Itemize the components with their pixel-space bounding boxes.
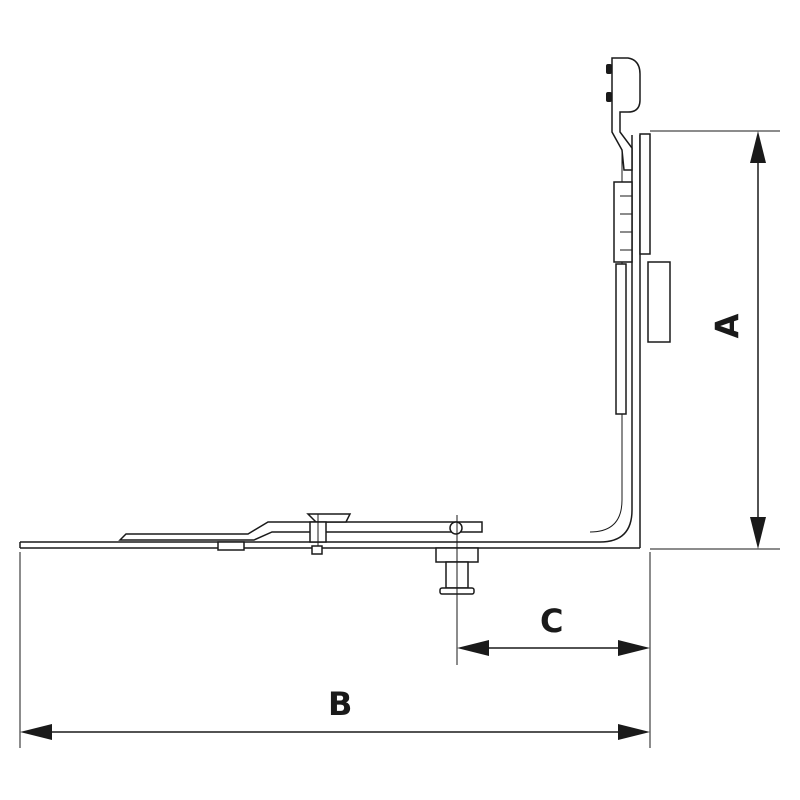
vertical-plate xyxy=(613,133,671,415)
dimension-b-label: B xyxy=(328,685,353,723)
dimension-b xyxy=(19,552,651,748)
dimension-a xyxy=(650,130,780,550)
top-fitting xyxy=(606,57,641,171)
horizontal-arm xyxy=(19,541,640,549)
dimension-c xyxy=(457,640,650,656)
horizontal-plate xyxy=(118,513,483,555)
bottom-roller xyxy=(435,515,479,665)
dimension-c-label: C xyxy=(540,602,564,640)
dimension-a-label: A xyxy=(708,313,747,339)
